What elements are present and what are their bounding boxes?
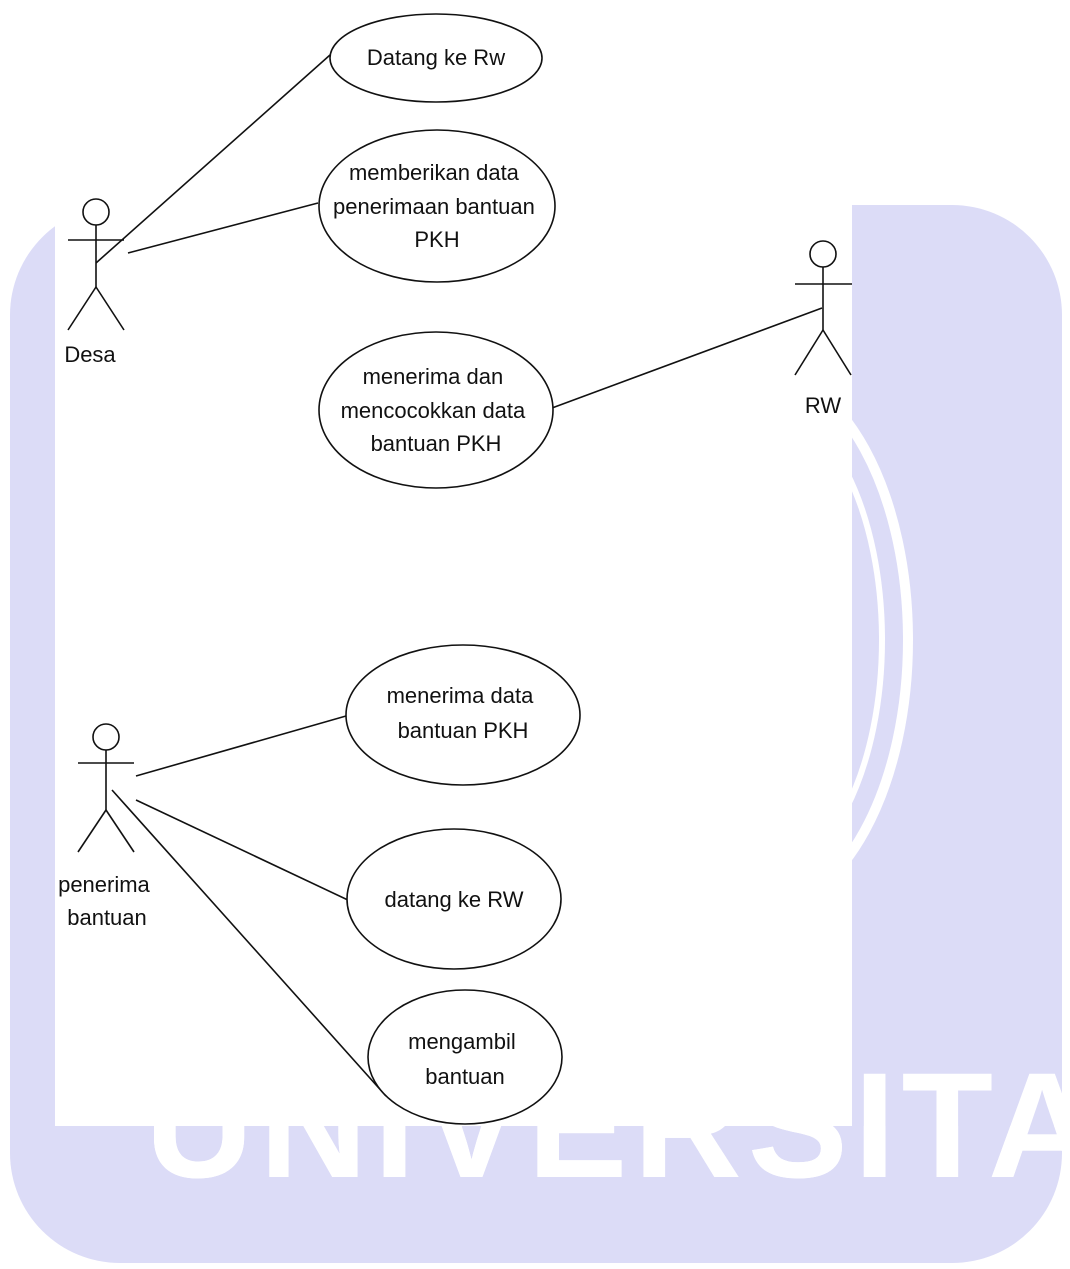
actor-rw[interactable] [794, 240, 852, 376]
use-case-label: datang ke RW [384, 887, 523, 912]
use-case-menerima-data-bantuan[interactable]: menerima data bantuan PKH [345, 644, 581, 786]
svg-text:datang ke RW: datang ke RW [384, 887, 523, 912]
watermark-overlay: UNIVERSITAS [145, 1041, 1070, 1209]
use-case-label: bantuan PKH [371, 431, 502, 456]
use-case-datang-ke-rw[interactable]: Datang ke Rw [329, 13, 543, 103]
associations [95, 54, 823, 1097]
watermark-text-overlay: UNIVERSITAS [145, 1041, 1070, 1209]
svg-text:menerima dan mencocokk: menerima dan mencocokkan data bantuan PK… [341, 364, 532, 456]
svg-text:mengambil bantuan: mengambil bantuan [408, 1029, 522, 1089]
association-rw-menerima-mencocokkan [551, 307, 823, 409]
use-case-label: menerima dan [363, 364, 504, 389]
actor-label-penerima-bantuan: penerima bantuan [58, 872, 156, 930]
svg-text:Datang ke Rw: Datang ke Rw [367, 45, 505, 70]
use-case-label: bantuan [425, 1064, 505, 1089]
use-case-label: memberikan data [349, 160, 520, 185]
use-case-label: PKH [414, 227, 459, 252]
use-case-label: mengambil [408, 1029, 516, 1054]
use-case-memberikan-data[interactable]: memberikan data penerimaan bantuan PKH [318, 129, 556, 283]
association-penerima-mengambil-bantuan [111, 789, 387, 1097]
actor-right-leg [105, 809, 135, 853]
actor-penerima-bantuan[interactable] [77, 723, 135, 853]
use-case-menerima-mencocokkan-data[interactable]: menerima dan mencocokkan data bantuan PK… [318, 331, 554, 489]
use-case-label: Datang ke Rw [367, 45, 505, 70]
actor-label-line: penerima [58, 872, 150, 897]
actor-right-leg [822, 329, 852, 376]
actor-label-line: bantuan [67, 905, 147, 930]
use-case-mengambil-bantuan[interactable]: mengambil bantuan [367, 989, 563, 1125]
actor-left-leg [794, 329, 824, 376]
actor-left-leg [77, 809, 107, 853]
actor-label-desa: Desa [64, 342, 116, 367]
use-cases: Datang ke Rw memberikan data penerimaan … [318, 13, 581, 1125]
actor-left-leg [67, 286, 97, 331]
association-desa-memberikan-data [127, 202, 319, 254]
svg-text:menerima data bantuan: menerima data bantuan PKH [387, 683, 540, 743]
actor-label-rw: RW [805, 393, 841, 418]
association-penerima-menerima-data [135, 715, 347, 777]
actor-desa[interactable] [67, 198, 125, 331]
use-case-datang-ke-rw-2[interactable]: datang ke RW [346, 828, 562, 970]
use-case-label: penerimaan bantuan [333, 194, 535, 219]
svg-text:memberikan data peneri: memberikan data penerimaan bantuan PKH [333, 160, 541, 252]
use-case-label: menerima data [387, 683, 535, 708]
association-desa-datang-ke-rw [95, 54, 331, 264]
association-penerima-datang-ke-rw [135, 799, 351, 902]
actor-right-leg [95, 286, 125, 331]
use-case-label: mencocokkan data [341, 398, 526, 423]
use-case-label: bantuan PKH [398, 718, 529, 743]
